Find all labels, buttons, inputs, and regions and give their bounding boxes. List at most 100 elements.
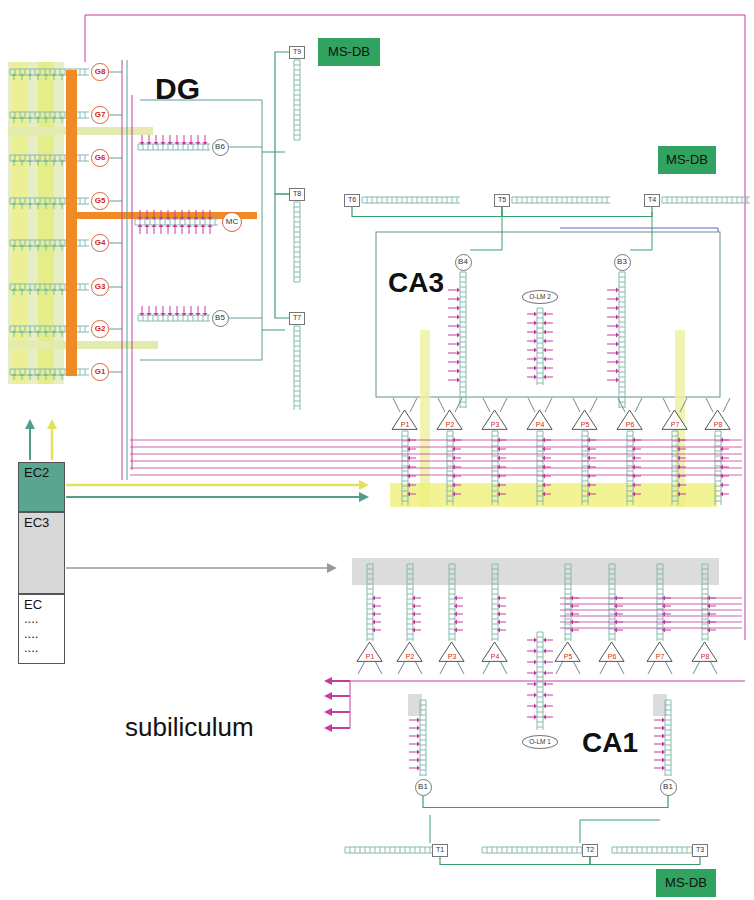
synapse — [52, 330, 57, 333]
synapse — [163, 135, 164, 143]
olm-cell: O-LM 1 — [522, 735, 557, 749]
dendrite — [492, 496, 498, 497]
synapse — [534, 366, 537, 371]
synapse — [372, 620, 375, 625]
axon — [109, 72, 122, 73]
synapse — [607, 362, 617, 363]
dendrite — [682, 847, 683, 853]
synapse — [456, 630, 463, 631]
synapse — [662, 718, 665, 723]
dendrite — [537, 436, 543, 437]
dendrite — [619, 347, 625, 348]
cell-label: P3 — [448, 653, 457, 661]
dendrite — [407, 579, 413, 580]
dendrite — [447, 471, 453, 472]
dendrite — [665, 770, 671, 771]
synapse — [499, 467, 506, 468]
dendrite — [697, 197, 698, 203]
axon — [130, 468, 742, 469]
synapse — [632, 465, 635, 470]
synapse — [203, 210, 204, 218]
synapse — [534, 330, 537, 335]
synapse — [654, 752, 663, 753]
basket-cell: B5 — [212, 310, 229, 327]
synapse — [534, 357, 537, 362]
cortex-layer: EC2 — [18, 462, 65, 512]
dendrite — [200, 219, 201, 225]
dendrite — [178, 315, 179, 321]
synapse — [616, 315, 619, 320]
synapse — [452, 474, 455, 479]
synapse — [616, 288, 619, 293]
synapse — [534, 321, 537, 326]
dendrite — [687, 847, 688, 853]
synapse — [497, 465, 500, 470]
synapse — [457, 351, 460, 356]
dendrite — [367, 564, 373, 565]
cell-label: G4 — [95, 239, 106, 248]
axon — [470, 250, 502, 251]
dendrite — [294, 351, 300, 352]
synapse — [607, 308, 617, 309]
dendrite — [193, 144, 194, 150]
septal-cell: T1 — [432, 844, 448, 857]
dendrite — [85, 69, 86, 75]
dendrite — [50, 240, 51, 246]
dendrite — [537, 647, 543, 648]
dendrite — [345, 853, 432, 854]
dendrite — [537, 847, 538, 853]
synapse — [168, 142, 173, 145]
axon — [130, 454, 742, 455]
dendrite — [420, 740, 426, 741]
synapse — [36, 330, 41, 333]
dendrite — [168, 144, 169, 150]
dendrite — [407, 589, 413, 590]
dendrite — [294, 381, 300, 382]
dendrite — [492, 574, 498, 575]
synapse — [159, 217, 164, 220]
synapse — [589, 458, 596, 459]
septal-cell: T5 — [494, 194, 510, 207]
synapse — [497, 604, 500, 609]
synapse — [534, 339, 537, 344]
perforant-band — [8, 127, 153, 135]
cell-label: MC — [226, 218, 238, 227]
septal-cell: T6 — [344, 194, 360, 207]
axon — [350, 681, 745, 682]
dendrite — [665, 715, 671, 716]
synapse — [28, 159, 33, 162]
synapse — [662, 758, 665, 763]
synapse — [616, 360, 619, 365]
dendrite — [138, 321, 210, 322]
dendrite — [449, 599, 455, 600]
dendrite — [60, 326, 61, 332]
dendrite — [35, 69, 36, 75]
synapse — [454, 596, 457, 601]
synapse — [456, 606, 463, 607]
axon — [652, 212, 653, 250]
synapse — [208, 224, 213, 227]
dendrite — [702, 639, 708, 640]
axon — [560, 622, 742, 623]
axon — [560, 628, 742, 629]
pyramidal-cell: P4 — [527, 410, 552, 429]
dendrite — [449, 624, 455, 625]
synapse — [616, 378, 619, 383]
dendrite — [537, 323, 543, 324]
synapse — [544, 467, 551, 468]
axon — [109, 329, 122, 330]
synapse — [180, 224, 185, 227]
dendrite — [50, 69, 51, 75]
dendrite — [672, 197, 673, 203]
dendrite — [20, 198, 21, 204]
synapse — [52, 288, 57, 291]
dendrite — [449, 619, 455, 620]
synapse — [543, 638, 546, 643]
dendrite — [460, 277, 466, 278]
dendrite — [609, 589, 615, 590]
dendrite — [612, 847, 613, 853]
dendrite — [437, 197, 438, 203]
cell-label: EC3 — [24, 516, 49, 530]
synapse — [499, 449, 506, 450]
dendrite — [573, 661, 580, 674]
